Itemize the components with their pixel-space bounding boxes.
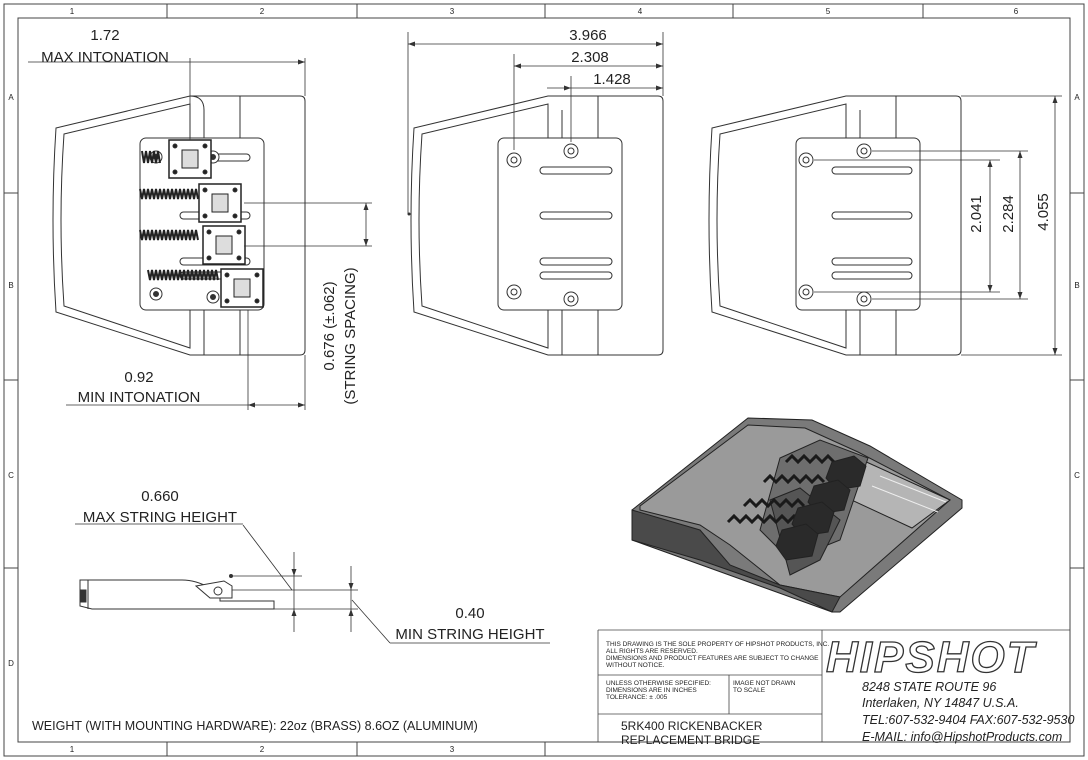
- width-total-value: 3.966: [569, 27, 607, 44]
- isometric-render: [631, 417, 963, 613]
- max-height-value: 0.660: [141, 488, 179, 505]
- view3-dimension-lines: [814, 95, 1062, 356]
- height-mid-value: 2.284: [1000, 195, 1017, 233]
- max-intonation-label: MAX INTONATION: [41, 49, 169, 66]
- zone-col-4: 4: [638, 7, 643, 16]
- tolerance-note-line-2: DIMENSIONS ARE IN INCHES: [606, 687, 697, 694]
- saddles: [168, 139, 264, 308]
- zone-row-a-right: A: [1074, 93, 1080, 102]
- top-view-with-saddles: [52, 95, 306, 356]
- base-plate-view-width: [410, 95, 664, 356]
- width-mid-value: 2.308: [571, 49, 609, 66]
- height-total-value: 4.055: [1035, 193, 1052, 231]
- view1-arrows: [248, 59, 369, 408]
- hipshot-logo-text: HIPSHOT: [825, 633, 1036, 682]
- property-note: THIS DRAWING IS THE SOLE PROPERTY OF HIP…: [606, 641, 829, 669]
- zone-col-3: 3: [450, 7, 455, 16]
- property-note-line-3: DIMENSIONS AND PRODUCT FEATURES ARE SUBJ…: [606, 655, 819, 662]
- scale-note-line-1: IMAGE NOT DRAWN: [733, 680, 796, 687]
- part-name-line-2: REPLACEMENT BRIDGE: [621, 733, 761, 747]
- address-line-2: Interlaken, NY 14847 U.S.A.: [862, 696, 1019, 710]
- zone-row-d: D: [8, 659, 14, 668]
- min-height-label: MIN STRING HEIGHT: [395, 626, 544, 643]
- zone-col-6: 6: [1014, 7, 1019, 16]
- part-name: 5RK400 RICKENBACKER REPLACEMENT BRIDGE: [621, 719, 762, 747]
- email-contact[interactable]: E-MAIL: info@HipshotProducts.com: [862, 730, 1063, 744]
- max-height-label: MAX STRING HEIGHT: [83, 509, 237, 526]
- zone-col-bottom-2: 2: [260, 745, 265, 754]
- height-small-value: 2.041: [968, 195, 985, 233]
- scale-note: IMAGE NOT DRAWN TO SCALE: [733, 680, 795, 694]
- sheet-border: [3, 3, 1085, 757]
- zone-col-2: 2: [260, 7, 265, 16]
- zone-col-bottom-3: 3: [450, 745, 455, 754]
- part-name-line-1: 5RK400 RICKENBACKER: [621, 719, 763, 733]
- base-plate-view-height: [708, 95, 962, 356]
- phone-fax: TEL:607-532-9404 FAX:607-532-9530: [862, 713, 1075, 727]
- side-view: [79, 574, 275, 610]
- zone-col-5: 5: [826, 7, 831, 16]
- zone-row-c-right: C: [1074, 471, 1080, 480]
- view1-dimension-lines: [28, 58, 372, 410]
- string-spacing-label: (STRING SPACING): [342, 267, 359, 404]
- zone-col-1: 1: [70, 7, 75, 16]
- side-view-arrows: [291, 569, 354, 616]
- tolerance-note-line-1: UNLESS OTHERWISE SPECIFIED:: [606, 680, 711, 687]
- property-note-line-4: WITHOUT NOTICE.: [606, 662, 665, 669]
- zone-row-a: A: [8, 93, 14, 102]
- side-view-dimension-lines: [75, 523, 550, 644]
- zone-row-c: C: [8, 471, 14, 480]
- hipshot-logo: HIPSHOT: [825, 633, 1036, 682]
- zone-row-b: B: [8, 281, 13, 290]
- min-height-value: 0.40: [455, 605, 484, 622]
- max-intonation-value: 1.72: [90, 27, 119, 44]
- property-note-line-2: ALL RIGHTS ARE RESERVED.: [606, 648, 698, 655]
- view2-arrows: [407, 41, 663, 216]
- zone-col-bottom-1: 1: [70, 745, 75, 754]
- string-spacing-value: 0.676 (±.062): [321, 281, 338, 370]
- weight-note: WEIGHT (WITH MOUNTING HARDWARE): 22oz (B…: [32, 719, 478, 733]
- scale-note-line-2: TO SCALE: [733, 687, 766, 694]
- tolerance-note-line-3: TOLERANCE: ± .005: [606, 694, 668, 701]
- min-intonation-label: MIN INTONATION: [78, 389, 201, 406]
- property-note-line-1: THIS DRAWING IS THE SOLE PROPERTY OF HIP…: [606, 641, 830, 648]
- tolerance-note: UNLESS OTHERWISE SPECIFIED: DIMENSIONS A…: [606, 680, 711, 701]
- view3-arrows: [987, 96, 1058, 355]
- address-line-1: 8248 STATE ROUTE 96: [862, 680, 997, 694]
- zone-labels: 1 2 3 4 5 6 1 2 3 A B C D A B C: [8, 7, 1080, 754]
- width-small-value: 1.428: [593, 71, 631, 88]
- min-intonation-value: 0.92: [124, 369, 153, 386]
- zone-row-b-right: B: [1074, 281, 1079, 290]
